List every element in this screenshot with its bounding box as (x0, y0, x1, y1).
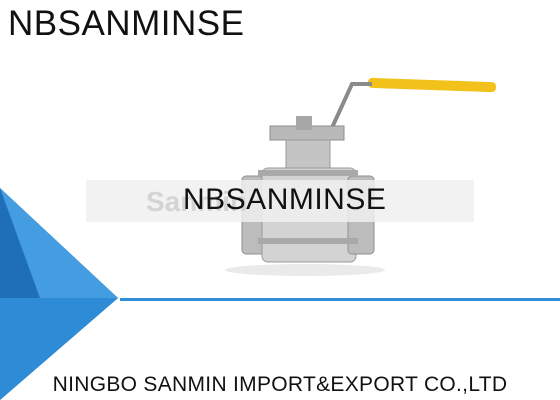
brand-logo-text: NBSANMINSE (8, 4, 245, 43)
valve-handle-grip (368, 77, 496, 93)
watermark-text: Sanmin (146, 186, 248, 217)
valve-shadow (225, 264, 385, 276)
blue-divider-line (120, 298, 560, 301)
valve-bolt-top (258, 170, 358, 176)
valve-handle-lever (328, 82, 372, 133)
overlay-brand-text: NBSANMINSE (183, 183, 387, 216)
watermark-band (86, 180, 474, 222)
valve-stem (296, 116, 312, 130)
blue-triangle-light (0, 188, 118, 298)
valve-neck (285, 139, 331, 171)
blue-triangle-mid (0, 298, 118, 400)
company-name: NINGBO SANMIN IMPORT&EXPORT CO.,LTD (52, 373, 508, 396)
valve-bolt-bottom (258, 238, 358, 244)
